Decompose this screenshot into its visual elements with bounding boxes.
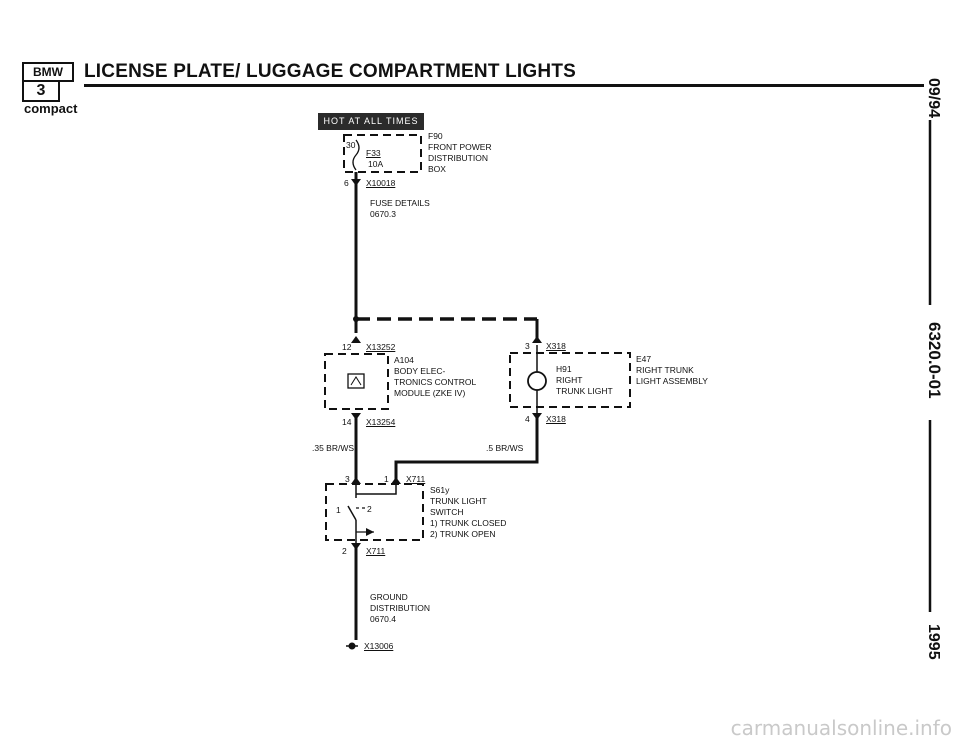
switch-contact [347,505,357,521]
h91-id: H91 [556,364,572,374]
trunk-bulb-symbol [527,371,547,391]
h91-name-2: TRUNK LIGHT [556,386,613,396]
switch-name-1: TRUNK LIGHT [430,496,487,506]
ground-label-1: GROUND [370,592,408,602]
a104-name-1: BODY ELEC- [394,366,446,376]
header-rule [84,84,924,87]
switch-state-1: 1) TRUNK CLOSED [430,518,507,528]
a104-conn-in: X13252 [366,342,396,352]
hot-at-all-times-label: HOT AT ALL TIMES [318,113,424,130]
logo-series: 3 [22,80,60,102]
e47-pin-out: 4 [525,414,530,424]
switch-contact-1: 1 [336,505,341,515]
switch-conn-out: X711 [366,546,386,556]
fuse-symbol [352,139,360,171]
module-a104-symbol [347,373,365,389]
model-label: compact [24,101,78,116]
x10018-pin: 6 [344,178,349,188]
switch-pin-b: 1 [384,474,389,484]
wire-left-label: .35 BR/WS [312,443,355,453]
wire-right-label: .5 BR/WS [486,443,524,453]
a104-id: A104 [394,355,414,365]
h91-name-1: RIGHT [556,375,583,385]
wire-right [394,418,539,482]
fuse-box-id: F90 [428,131,443,141]
switch-contact-2: 2 [367,504,372,514]
switch-conn-top: X711 [406,474,426,484]
switch-name-2: SWITCH [430,507,464,517]
fuse-id: F33 [366,148,381,158]
a104-name-3: MODULE (ZKE IV) [394,388,466,398]
e47-name-1: RIGHT TRUNK [636,365,694,375]
e47-conn-out: X318 [546,414,566,424]
switch-pin-out: 2 [342,546,347,556]
watermark-text: carmanualsonline.info [730,716,952,740]
a104-pin-in: 12 [342,342,352,352]
a104-conn-out: X13254 [366,417,396,427]
fuse-box-name-2: DISTRIBUTION [428,153,488,163]
bmw-3-logo: BMW 3 [22,62,74,102]
e47-name-2: LIGHT ASSEMBLY [636,376,708,386]
switch-id: S61y [430,485,450,495]
a104-pin-out: 14 [342,417,352,427]
ground-label-3: 0670.4 [370,614,396,624]
switch-pin-a: 3 [345,474,350,484]
switch-state-2: 2) TRUNK OPEN [430,529,496,539]
fuse-box-name-3: BOX [428,164,446,174]
e47-id: E47 [636,354,652,364]
ground-label-2: DISTRIBUTION [370,603,430,613]
fuse-pin: 30 [346,140,356,150]
page-title: LICENSE PLATE/ LUGGAGE COMPARTMENT LIGHT… [84,61,576,82]
fuse-details-2: 0670.3 [370,209,396,219]
light-assembly-outline [509,352,631,408]
a104-name-2: TRONICS CONTROL [394,377,477,387]
fuse-box-name-1: FRONT POWER [428,142,492,152]
fuse-details-1: FUSE DETAILS [370,198,430,208]
ground-id: X13006 [364,641,394,651]
module-a104-outline [324,353,389,410]
x10018-id: X10018 [366,178,396,188]
e47-conn-in: X318 [546,341,566,351]
e47-pin-in: 3 [525,341,530,351]
fuse-rating: 10A [368,159,384,169]
